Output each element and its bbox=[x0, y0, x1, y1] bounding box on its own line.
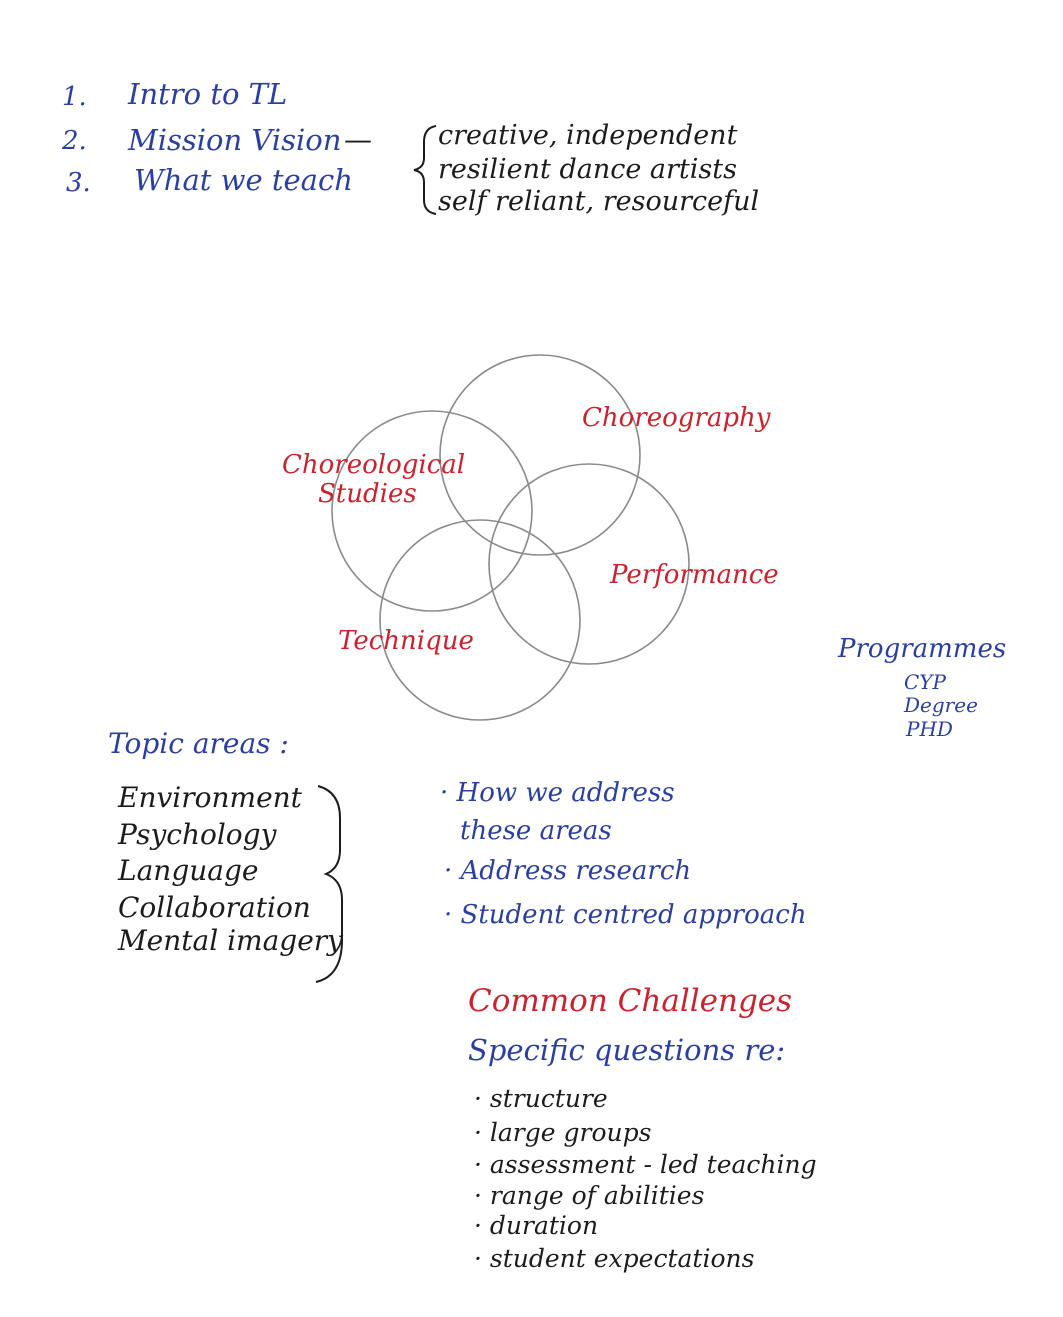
challenge-structure: · structure bbox=[474, 1084, 608, 1113]
label-choreological-line-1: Choreological bbox=[282, 450, 466, 480]
topics-brace bbox=[315, 785, 343, 983]
agenda-item-intro: Intro to TL bbox=[128, 77, 288, 111]
programmes-title: Programmes bbox=[838, 634, 1007, 664]
mission-line-1: creative, independent bbox=[438, 120, 738, 151]
venn-circle-right bbox=[488, 463, 690, 665]
challenge-duration: · duration bbox=[474, 1211, 599, 1240]
agenda-item-what-we-teach: What we teach bbox=[134, 163, 353, 197]
point-these-areas: these areas bbox=[460, 816, 612, 846]
programme-phd: PHD bbox=[906, 717, 953, 741]
mission-dash: — bbox=[344, 123, 372, 156]
agenda-number-2: 2. bbox=[62, 126, 87, 156]
programme-cyp: CYP bbox=[904, 670, 946, 694]
venn-diagram bbox=[331, 354, 690, 721]
venn-circle-bottom bbox=[379, 519, 581, 721]
agenda-item-mission-vision: Mission Vision bbox=[128, 123, 342, 157]
topic-mental-imagery: Mental imagery bbox=[118, 924, 343, 957]
challenge-large-groups: · large groups bbox=[474, 1118, 652, 1147]
topic-environment: Environment bbox=[118, 781, 302, 814]
challenge-range-of-abilities: · range of abilities bbox=[474, 1181, 705, 1210]
topic-collaboration: Collaboration bbox=[118, 891, 311, 924]
topic-psychology: Psychology bbox=[118, 818, 277, 851]
label-technique: Technique bbox=[338, 626, 474, 656]
challenge-assessment-led: · assessment - led teaching bbox=[474, 1150, 817, 1179]
agenda-number-1: 1. bbox=[62, 82, 87, 112]
topic-areas-title: Topic areas : bbox=[108, 727, 289, 760]
venn-circle-left bbox=[331, 410, 533, 612]
point-address-research: · Address research bbox=[444, 856, 692, 886]
mission-line-3: self reliant, resourceful bbox=[438, 186, 760, 217]
mission-brace bbox=[413, 125, 437, 215]
label-choreography: Choreography bbox=[582, 403, 771, 433]
specific-questions-title: Specific questions re: bbox=[468, 1033, 786, 1067]
common-challenges-title: Common Challenges bbox=[468, 983, 793, 1019]
venn-circle-top bbox=[439, 354, 641, 556]
challenge-student-expectations: · student expectations bbox=[474, 1244, 755, 1273]
point-student-centred: · Student centred approach bbox=[444, 900, 807, 930]
point-how-we-address: · How we address bbox=[440, 778, 675, 808]
programme-degree: Degree bbox=[904, 693, 978, 717]
mission-line-2: resilient dance artists bbox=[438, 154, 737, 185]
label-performance: Performance bbox=[610, 560, 779, 590]
agenda-number-3: 3. bbox=[66, 168, 91, 198]
topic-language: Language bbox=[118, 854, 259, 887]
label-choreological-line-2: Studies bbox=[318, 479, 417, 509]
